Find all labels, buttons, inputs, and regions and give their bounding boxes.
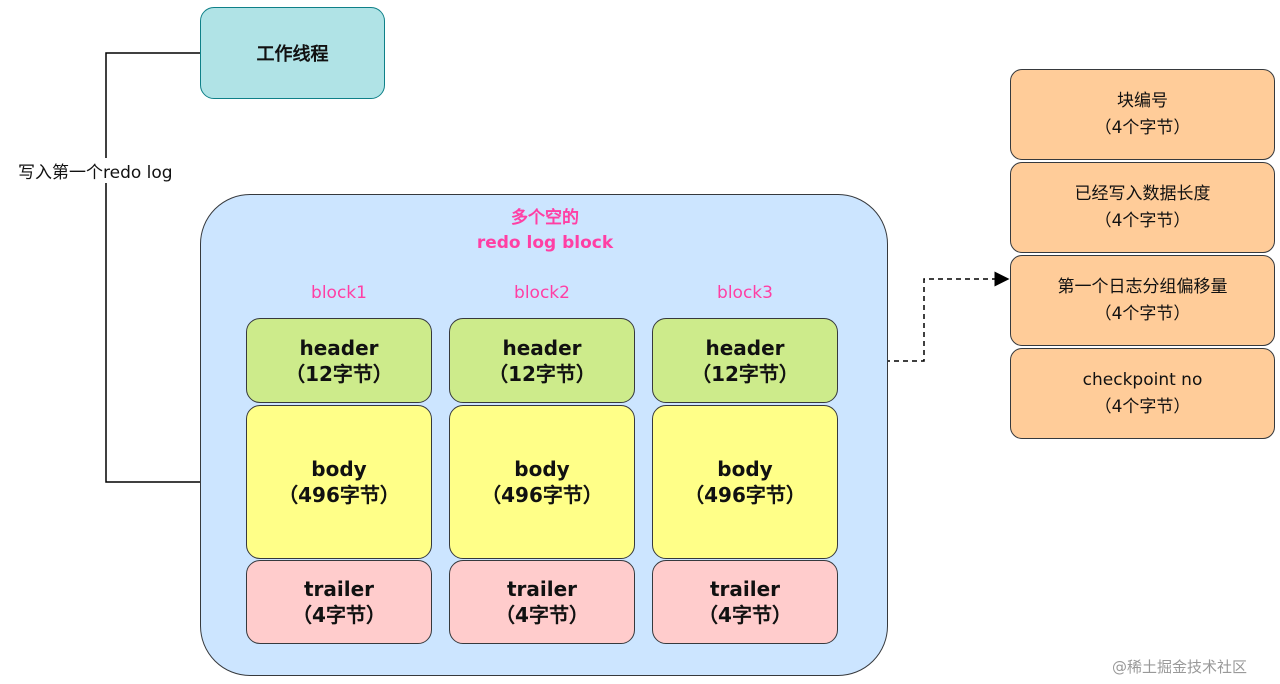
block2-header-size: （12字节） bbox=[488, 361, 596, 386]
block2-header-name: header bbox=[502, 335, 582, 360]
field-first-group-offset-name: 第一个日志分组偏移量 bbox=[1057, 276, 1228, 297]
field-checkpoint-no-name: checkpoint no bbox=[1082, 369, 1203, 390]
block2-header: header （12字节） bbox=[449, 318, 635, 403]
block3-body-size: （496字节） bbox=[684, 483, 806, 507]
block2-body-name: body bbox=[514, 457, 570, 481]
field-checkpoint-no-size: （4个字节） bbox=[1094, 396, 1191, 417]
block1-trailer-name: trailer bbox=[303, 577, 375, 601]
field-checkpoint-no: checkpoint no （4个字节） bbox=[1010, 348, 1275, 439]
field-data-length-name: 已经写入数据长度 bbox=[1074, 183, 1211, 204]
container-title: 多个空的 redo log block bbox=[450, 206, 640, 256]
block1-body-size: （496字节） bbox=[278, 483, 400, 507]
container-title-line1: 多个空的 bbox=[511, 208, 579, 228]
block2-trailer: trailer （4字节） bbox=[449, 560, 635, 644]
worker-thread-node: 工作线程 bbox=[200, 7, 385, 99]
block2-label: block2 bbox=[514, 283, 570, 303]
block1-body-name: body bbox=[311, 457, 367, 481]
block1-trailer: trailer （4字节） bbox=[246, 560, 432, 644]
block3-body: body （496字节） bbox=[652, 405, 838, 559]
block3-trailer-size: （4字节） bbox=[698, 603, 792, 627]
block3-trailer: trailer （4字节） bbox=[652, 560, 838, 644]
block1-header-size: （12字节） bbox=[285, 361, 393, 386]
container-title-line2: redo log block bbox=[476, 233, 614, 253]
block2-body: body （496字节） bbox=[449, 405, 635, 559]
block1-header: header （12字节） bbox=[246, 318, 432, 403]
block2-trailer-size: （4字节） bbox=[495, 603, 589, 627]
field-block-number: 块编号 （4个字节） bbox=[1010, 69, 1275, 160]
block2-trailer-name: trailer bbox=[506, 577, 578, 601]
source-credit: @稀土掘金技术社区 bbox=[1112, 658, 1248, 676]
block3-header-name: header bbox=[705, 335, 785, 360]
block3-body-name: body bbox=[717, 457, 773, 481]
write-edge-label: 写入第一个redo log bbox=[18, 158, 173, 183]
field-block-number-size: （4个字节） bbox=[1094, 117, 1191, 138]
field-data-length-size: （4个字节） bbox=[1094, 210, 1191, 231]
block1-trailer-size: （4字节） bbox=[292, 603, 386, 627]
field-data-length: 已经写入数据长度 （4个字节） bbox=[1010, 162, 1275, 253]
header-detail-dashed-arrow bbox=[840, 271, 1010, 362]
block3-header: header （12字节） bbox=[652, 318, 838, 403]
field-first-group-offset: 第一个日志分组偏移量 （4个字节） bbox=[1010, 255, 1275, 346]
block3-header-size: （12字节） bbox=[691, 361, 799, 386]
write-arrow bbox=[105, 52, 246, 490]
block3-trailer-name: trailer bbox=[709, 577, 781, 601]
block1-header-name: header bbox=[299, 335, 379, 360]
field-block-number-name: 块编号 bbox=[1117, 90, 1168, 111]
block3-label: block3 bbox=[717, 283, 773, 303]
worker-thread-label: 工作线程 bbox=[256, 44, 329, 65]
block1-label: block1 bbox=[311, 283, 367, 303]
block2-body-size: （496字节） bbox=[481, 483, 603, 507]
field-first-group-offset-size: （4个字节） bbox=[1094, 303, 1191, 324]
block1-body: body （496字节） bbox=[246, 405, 432, 559]
